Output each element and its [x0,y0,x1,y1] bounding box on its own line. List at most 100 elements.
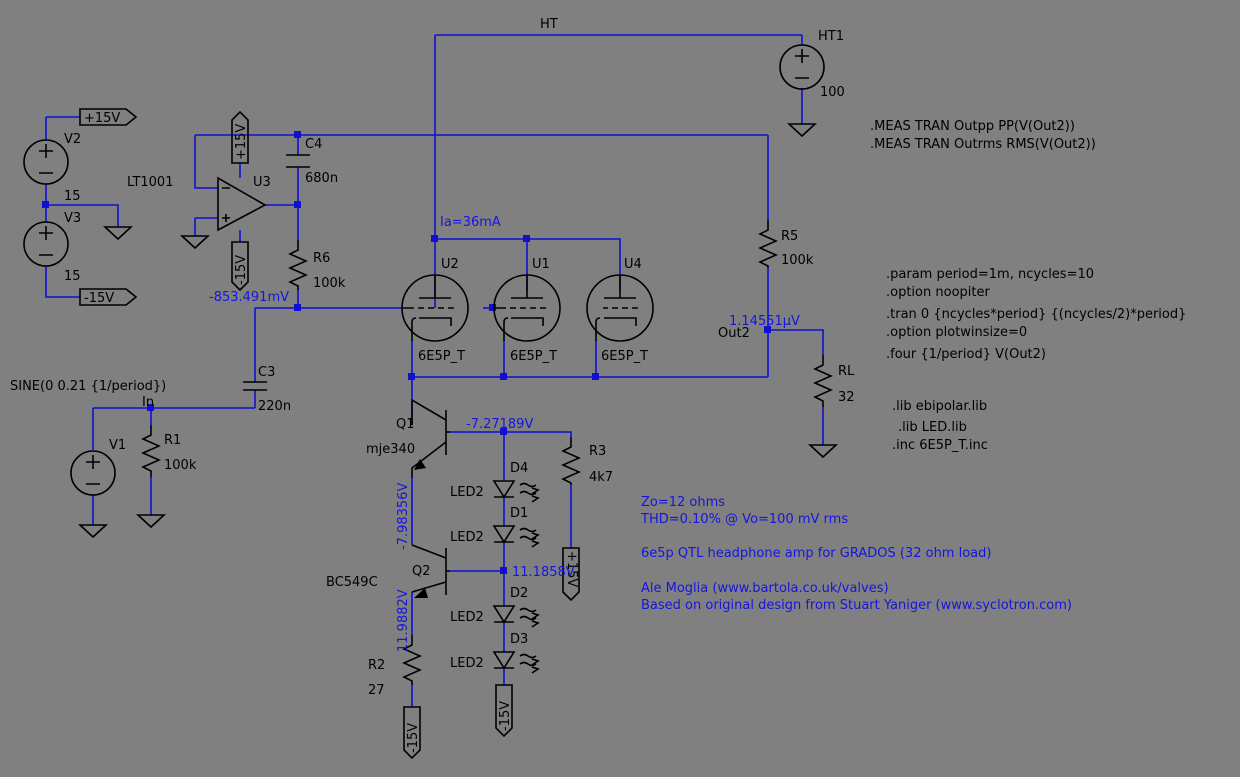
capacitor-C3 [243,381,267,391]
directive-option-plotwinsize: .option plotwinsize=0 [886,325,1027,340]
net-label-ht: HT [540,17,558,32]
resistor-RL [813,355,833,407]
annotation-q1-emitter-voltage: -7.98356V [396,483,411,550]
label-C4-value: 680n [305,171,338,186]
label-Q1-value: mje340 [366,442,415,457]
net-flag-plus15-r3 [562,547,580,602]
net-label-in: In [142,395,154,410]
led-D3 [492,651,540,674]
label-R5-value: 100k [781,253,814,268]
voltage-source-V1 [70,450,116,496]
label-R1-ref: R1 [164,433,181,448]
label-HT1-ref: HT1 [818,29,844,44]
net-label-out2: Out2 [718,326,750,341]
label-D1-value: LED2 [450,530,484,545]
label-R6-ref: R6 [313,251,330,266]
net-flag-minus15-opamp [231,241,249,292]
label-D2-value: LED2 [450,610,484,625]
directive-lib-led: .lib LED.lib [898,420,967,435]
label-R3-value: 4k7 [589,470,613,485]
opamp-U3 [217,176,267,232]
triode-U2 [401,274,469,342]
label-RL-ref: RL [838,364,855,379]
label-D4-value: LED2 [450,485,484,500]
label-U1-value: 6E5P_T [510,349,557,364]
directive-tran: .tran 0 {ncycles*period} {(ncycles/2)*pe… [886,307,1186,322]
junction-dots [42,131,771,574]
annotation-q1-collector-voltage: -7.27189V [466,417,533,432]
led-D2 [492,605,540,628]
flag-label-minus15-v3: -15V [84,291,114,306]
annotation-q2-base-voltage: 11.1858V [512,565,575,580]
directive-param: .param period=1m, ncycles=10 [886,267,1094,282]
label-U2-ref: U2 [441,257,459,272]
label-R2-ref: R2 [368,658,385,673]
label-R1-value: 100k [164,458,197,473]
flag-label-minus15-r2: -15V [406,723,421,753]
label-C3-ref: C3 [258,365,275,380]
flag-label-plus15-v2: +15V [84,111,120,126]
flag-label-plus15-r3: +15V [564,551,579,587]
triode-U1 [493,274,561,342]
label-V2-value: 15 [64,189,81,204]
label-Q2-ref: Q2 [412,564,431,579]
label-R3-ref: R3 [589,444,606,459]
label-R2-value: 27 [368,683,385,698]
label-HT1-value: 100 [820,85,845,100]
voltage-source-V2 [23,139,69,185]
label-U3-value: LT1001 [127,175,173,190]
note-credit: Based on original design from Stuart Yan… [641,598,1072,613]
label-C3-value: 220n [258,399,291,414]
annotation-grid-voltage: -853.491mV [209,290,289,305]
net-flag-minus15-led [495,684,513,738]
note-title: 6e5p QTL headphone amp for GRADOS (32 oh… [641,546,991,561]
resistor-R1 [141,425,161,477]
annotation-q2-emitter-voltage: 11.9882V [396,589,411,652]
label-D3-ref: D3 [510,632,528,647]
label-D1-ref: D1 [510,506,528,521]
label-U4-value: 6E5P_T [601,349,648,364]
resistor-R6 [288,240,308,290]
directive-lib-ebipolar: .lib ebipolar.lib [892,399,987,414]
net-flag-minus15-v3 [79,288,138,306]
led-D1 [492,525,540,548]
annotation-ia: Ia=36mA [440,215,501,230]
net-flag-plus15-v2 [79,108,138,126]
flag-label-minus15-led: -15V [498,701,513,731]
flag-label-minus15-opamp: -15V [234,255,249,285]
triode-U4 [586,274,654,342]
voltage-source-V3 [23,221,69,267]
label-C4-ref: C4 [305,137,322,152]
annotation-out-voltage: 1.14551µV [729,314,800,329]
net-flag-minus15-r2 [403,706,421,760]
label-R5-ref: R5 [781,229,798,244]
ground-symbols [77,123,839,539]
label-D4-ref: D4 [510,461,528,476]
label-RL-value: 32 [838,390,855,405]
label-Q1-ref: Q1 [396,417,415,432]
directive-meas-rms: .MEAS TRAN Outrms RMS(V(Out2)) [870,137,1096,152]
flag-label-plus15-opamp: +15V [234,124,249,160]
transistor-Q2 [411,544,450,598]
note-author: Ale Moglia (www.bartola.co.uk/valves) [641,581,889,596]
label-V2-ref: V2 [64,132,81,147]
voltage-source-HT1 [779,44,825,90]
label-V3-value: 15 [64,269,81,284]
led-D4 [492,480,540,503]
label-U4-ref: U4 [624,257,642,272]
label-R6-value: 100k [313,276,346,291]
directive-inc-6e5p: .inc 6E5P_T.inc [892,438,988,453]
label-D3-value: LED2 [450,656,484,671]
directive-four: .four {1/period} V(Out2) [886,347,1046,362]
note-thd: THD=0.10% @ Vo=100 mV rms [640,512,848,527]
net-flag-plus15-opamp [231,110,249,164]
note-zo: Zo=12 ohms [641,495,725,510]
label-Q2-value: BC549C [326,575,378,590]
label-U1-ref: U1 [532,257,550,272]
directive-option-noopiter: .option noopiter [886,285,990,300]
resistor-R2 [402,635,422,685]
transistor-Q1 [411,398,450,478]
resistor-R3 [561,437,581,485]
label-V1-ref: V1 [109,438,126,453]
